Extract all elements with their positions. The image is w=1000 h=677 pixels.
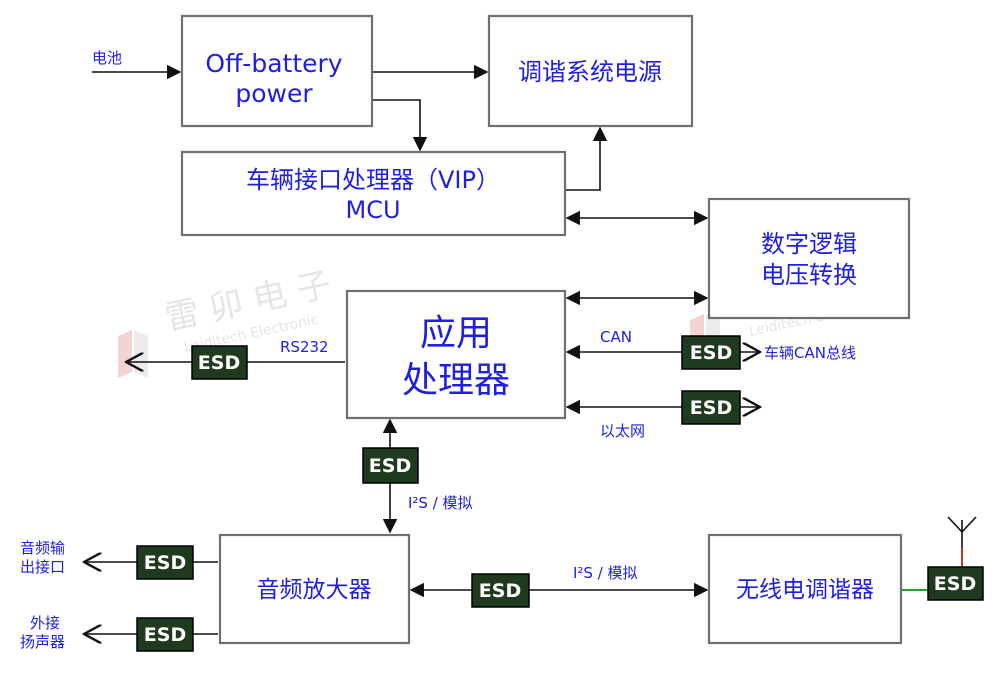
off-battery-line2: power bbox=[235, 79, 313, 108]
esd-rs232: ESD bbox=[191, 345, 248, 380]
esd-antenna: ESD bbox=[927, 566, 984, 601]
level-shift-box: 数字逻辑 电压转换 bbox=[707, 197, 911, 320]
ext-speaker-line1: 外接 bbox=[30, 614, 60, 632]
vehicle-can-bus-label: 车辆CAN总线 bbox=[764, 344, 856, 362]
tuner-supply-label: 调谐系统电源 bbox=[518, 58, 662, 86]
vip-mcu-line1: 车辆接口处理器（VIP） bbox=[246, 166, 500, 194]
connections bbox=[84, 64, 963, 634]
app-processor-line2: 处理器 bbox=[402, 360, 510, 401]
svg-text:ESD: ESD bbox=[690, 397, 732, 419]
esd-amp-tuner: ESD bbox=[471, 573, 530, 608]
audio-amp-label: 音频放大器 bbox=[257, 577, 372, 603]
can-label: CAN bbox=[600, 328, 632, 346]
radio-tuner-label: 无线电调谐器 bbox=[736, 577, 874, 603]
vip-mcu-box: 车辆接口处理器（VIP） MCU bbox=[180, 150, 567, 237]
level-shift-line2: 电压转换 bbox=[761, 261, 857, 289]
esd-audio-out: ESD bbox=[136, 545, 194, 580]
audio-out-line2: 出接口 bbox=[20, 558, 65, 576]
app-processor-box: 应用 处理器 bbox=[345, 289, 567, 420]
audio-amp-box: 音频放大器 bbox=[218, 533, 411, 645]
svg-text:ESD: ESD bbox=[144, 552, 186, 574]
esd-can: ESD bbox=[681, 335, 741, 370]
svg-text:ESD: ESD bbox=[690, 342, 732, 364]
esd-ethernet: ESD bbox=[681, 390, 741, 425]
audio-out-line1: 音频输 bbox=[20, 539, 65, 557]
rs232-label: RS232 bbox=[280, 338, 329, 356]
ext-speaker-line2: 扬声器 bbox=[20, 633, 65, 651]
esd-app-audio: ESD bbox=[362, 447, 419, 484]
vip-mcu-line2: MCU bbox=[345, 196, 400, 224]
off-battery-power-box: Off-battery power bbox=[180, 14, 374, 128]
svg-text:ESD: ESD bbox=[369, 455, 411, 477]
i2s-analog-horizontal-label: I²S / 模拟 bbox=[573, 564, 638, 582]
antenna-icon bbox=[947, 516, 977, 548]
ethernet-label: 以太网 bbox=[600, 422, 645, 440]
tuner-supply-box: 调谐系统电源 bbox=[487, 14, 694, 128]
app-processor-line1: 应用 bbox=[420, 313, 492, 354]
vip-to-tuner-supply bbox=[565, 126, 608, 191]
watermark-logo-left bbox=[118, 330, 148, 378]
svg-text:ESD: ESD bbox=[479, 580, 521, 602]
esd-speaker: ESD bbox=[136, 617, 194, 652]
svg-text:ESD: ESD bbox=[198, 352, 240, 374]
svg-text:ESD: ESD bbox=[934, 573, 976, 595]
i2s-analog-vertical-label: I²S / 模拟 bbox=[408, 494, 473, 512]
svg-text:ESD: ESD bbox=[144, 624, 186, 646]
offbattery-to-vip bbox=[372, 99, 428, 152]
off-battery-line1: Off-battery bbox=[205, 49, 342, 78]
level-shift-line1: 数字逻辑 bbox=[761, 230, 857, 258]
radio-tuner-box: 无线电调谐器 bbox=[707, 533, 903, 645]
battery-label: 电池 bbox=[92, 49, 122, 67]
